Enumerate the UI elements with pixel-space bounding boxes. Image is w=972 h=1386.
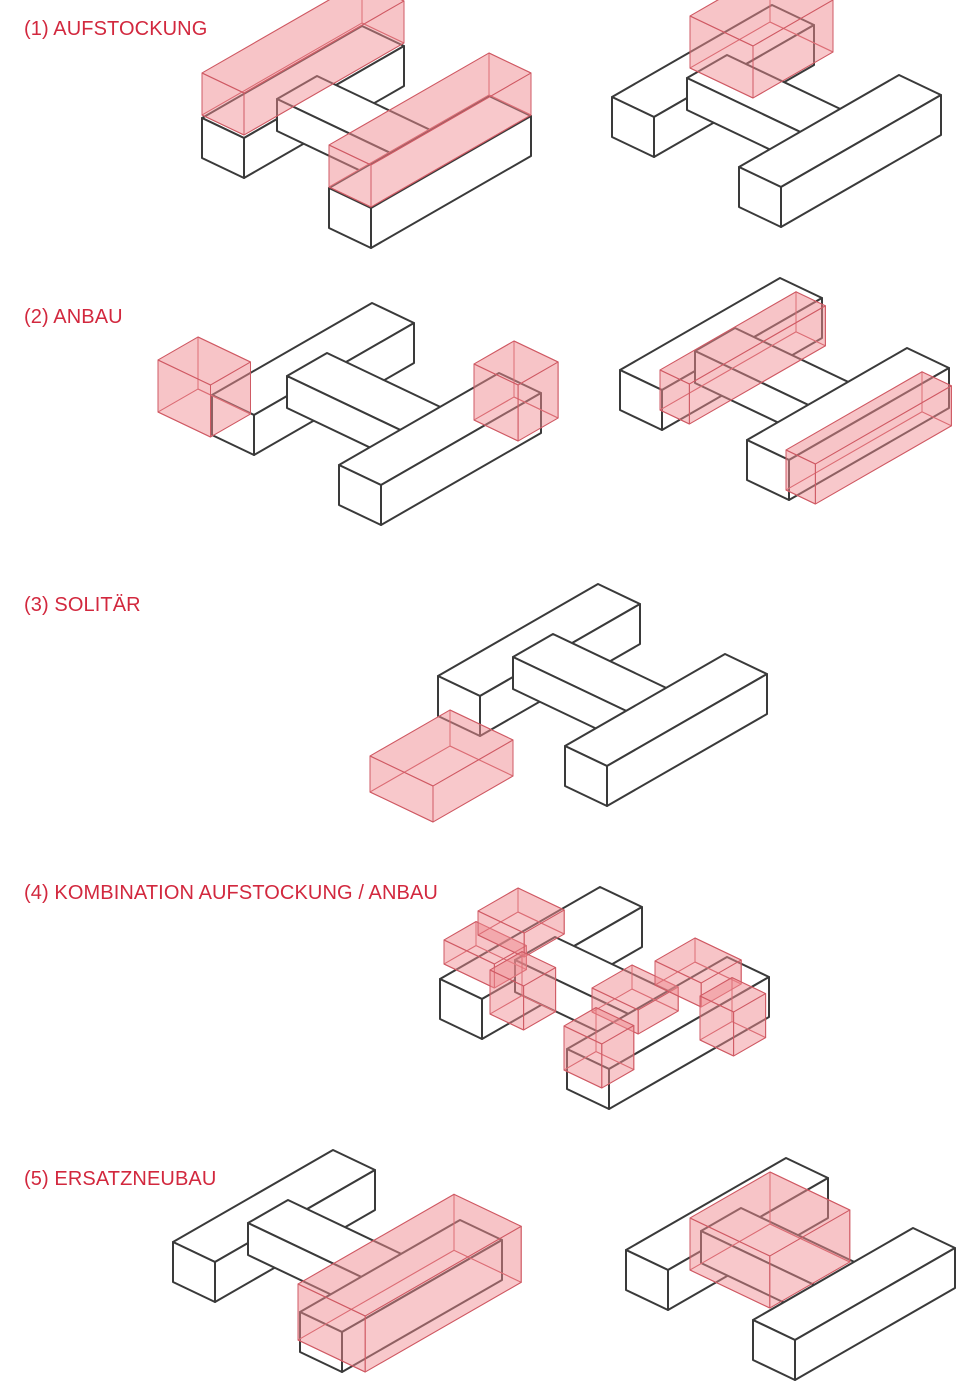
- section-kombination-diagrams: [439, 886, 770, 1110]
- new-volume-side-face: [517, 361, 559, 442]
- new-volume-side-face: [243, 0, 405, 136]
- section-anbau-diagrams: [157, 277, 952, 526]
- building-side-face: [370, 115, 532, 249]
- building-side-face: [794, 1247, 956, 1381]
- new-volume-side-face: [814, 385, 952, 505]
- section-ersatzneubau-diagrams: [172, 1149, 956, 1381]
- section-title-kombination: (4) KOMBINATION AUFSTOCKUNG / ANBAU: [24, 882, 438, 904]
- new-volume-side-face: [752, 0, 834, 99]
- new-volume: [689, 1171, 851, 1309]
- new-volume: [489, 951, 557, 1031]
- new-volume: [157, 336, 251, 438]
- section-title-anbau: (2) ANBAU: [24, 306, 123, 328]
- new-volume-side-face: [637, 986, 679, 1035]
- new-volume-side-face: [688, 305, 826, 425]
- new-volume-side-face: [370, 72, 532, 208]
- new-volume-side-face: [601, 1025, 635, 1089]
- new-volume-side-face: [523, 967, 557, 1031]
- section-title-aufstockung: (1) AUFSTOCKUNG: [24, 18, 208, 40]
- new-volume-side-face: [364, 1225, 522, 1373]
- new-volume: [473, 340, 559, 442]
- new-volume: [689, 0, 834, 99]
- new-volume: [591, 964, 679, 1035]
- section-aufstockung-diagrams: [201, 0, 942, 249]
- existing-building: [328, 95, 532, 249]
- new-volume: [201, 0, 405, 136]
- existing-building: [564, 653, 768, 807]
- new-volume-side-face: [733, 993, 767, 1057]
- new-volume-side-face: [432, 739, 514, 823]
- new-volume-side-face: [769, 1209, 851, 1309]
- new-volume: [369, 709, 514, 823]
- section-solitaer-diagrams: [369, 583, 768, 823]
- existing-building: [752, 1227, 956, 1381]
- new-volume: [297, 1193, 522, 1373]
- new-volume: [328, 52, 532, 208]
- building-side-face: [788, 367, 950, 501]
- existing-building: [738, 74, 942, 228]
- existing-building: [299, 1219, 503, 1373]
- new-volume: [785, 371, 952, 505]
- building-side-face: [780, 94, 942, 228]
- new-volume-side-face: [523, 909, 565, 958]
- new-volume: [699, 977, 767, 1057]
- new-volume: [659, 291, 826, 425]
- new-volume: [477, 887, 565, 958]
- new-volume: [563, 1007, 635, 1089]
- section-title-ersatzneubau: (5) ERSATZNEUBAU: [24, 1168, 217, 1190]
- existing-building: [746, 347, 950, 501]
- existing-building: [338, 372, 542, 526]
- new-volume-side-face: [210, 361, 251, 438]
- building-side-face: [606, 673, 768, 807]
- new-volume: [654, 937, 742, 1008]
- new-volume-side-face: [493, 945, 527, 989]
- building-side-face: [341, 1239, 503, 1373]
- section-title-solitaer: (3) SOLITÄR: [24, 594, 141, 616]
- building-side-face: [380, 392, 542, 526]
